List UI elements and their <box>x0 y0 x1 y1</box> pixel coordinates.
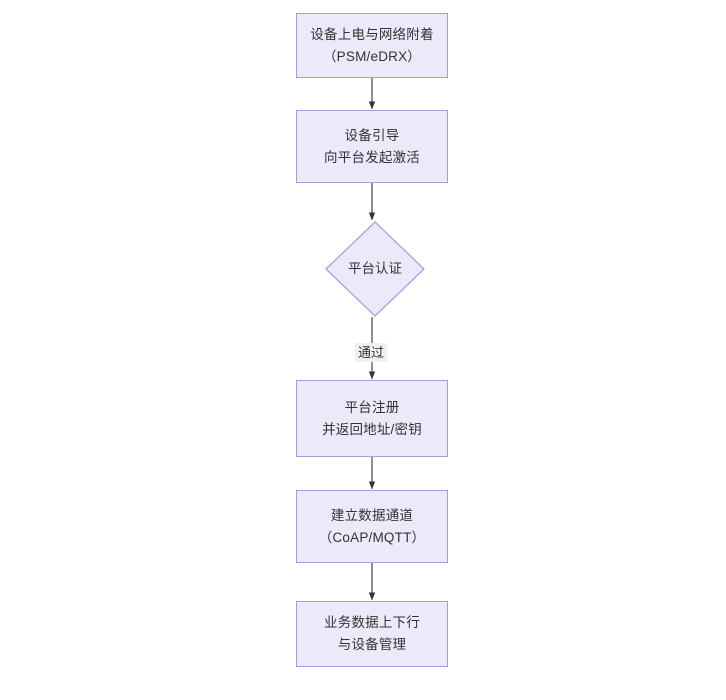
edge-label-pass: 通过 <box>355 343 388 362</box>
node-channel-line-1: 建立数据通道 <box>330 507 414 523</box>
node-power-line-2: （PSM/eDRX） <box>322 48 422 64</box>
node-power-line-1: 设备上电与网络附着 <box>310 26 434 42</box>
node-business-data-and-device-management[interactable]: 业务数据上下行 与设备管理 <box>296 601 448 667</box>
node-boot-line-2: 向平台发起激活 <box>324 149 420 165</box>
diamond-shape-icon <box>325 221 425 317</box>
node-business-line-1: 业务数据上下行 <box>324 615 420 630</box>
node-platform-authentication[interactable]: 平台认证 <box>325 221 425 317</box>
node-platform-registration[interactable]: 平台注册 并返回地址/密钥 <box>296 380 448 457</box>
node-channel-line-2: （CoAP/MQTT） <box>318 529 426 545</box>
node-establish-data-channel[interactable]: 建立数据通道 （CoAP/MQTT） <box>296 490 448 563</box>
node-auth-label: 平台认证 <box>348 261 402 276</box>
node-register-line-2: 并返回地址/密钥 <box>322 421 422 437</box>
node-device-power-on[interactable]: 设备上电与网络附着 （PSM/eDRX） <box>296 13 448 78</box>
node-register-line-1: 平台注册 <box>344 399 400 415</box>
node-device-bootstrap[interactable]: 设备引导 向平台发起激活 <box>296 110 448 183</box>
node-business-line-2: 与设备管理 <box>337 637 407 652</box>
node-boot-line-1: 设备引导 <box>344 127 400 143</box>
